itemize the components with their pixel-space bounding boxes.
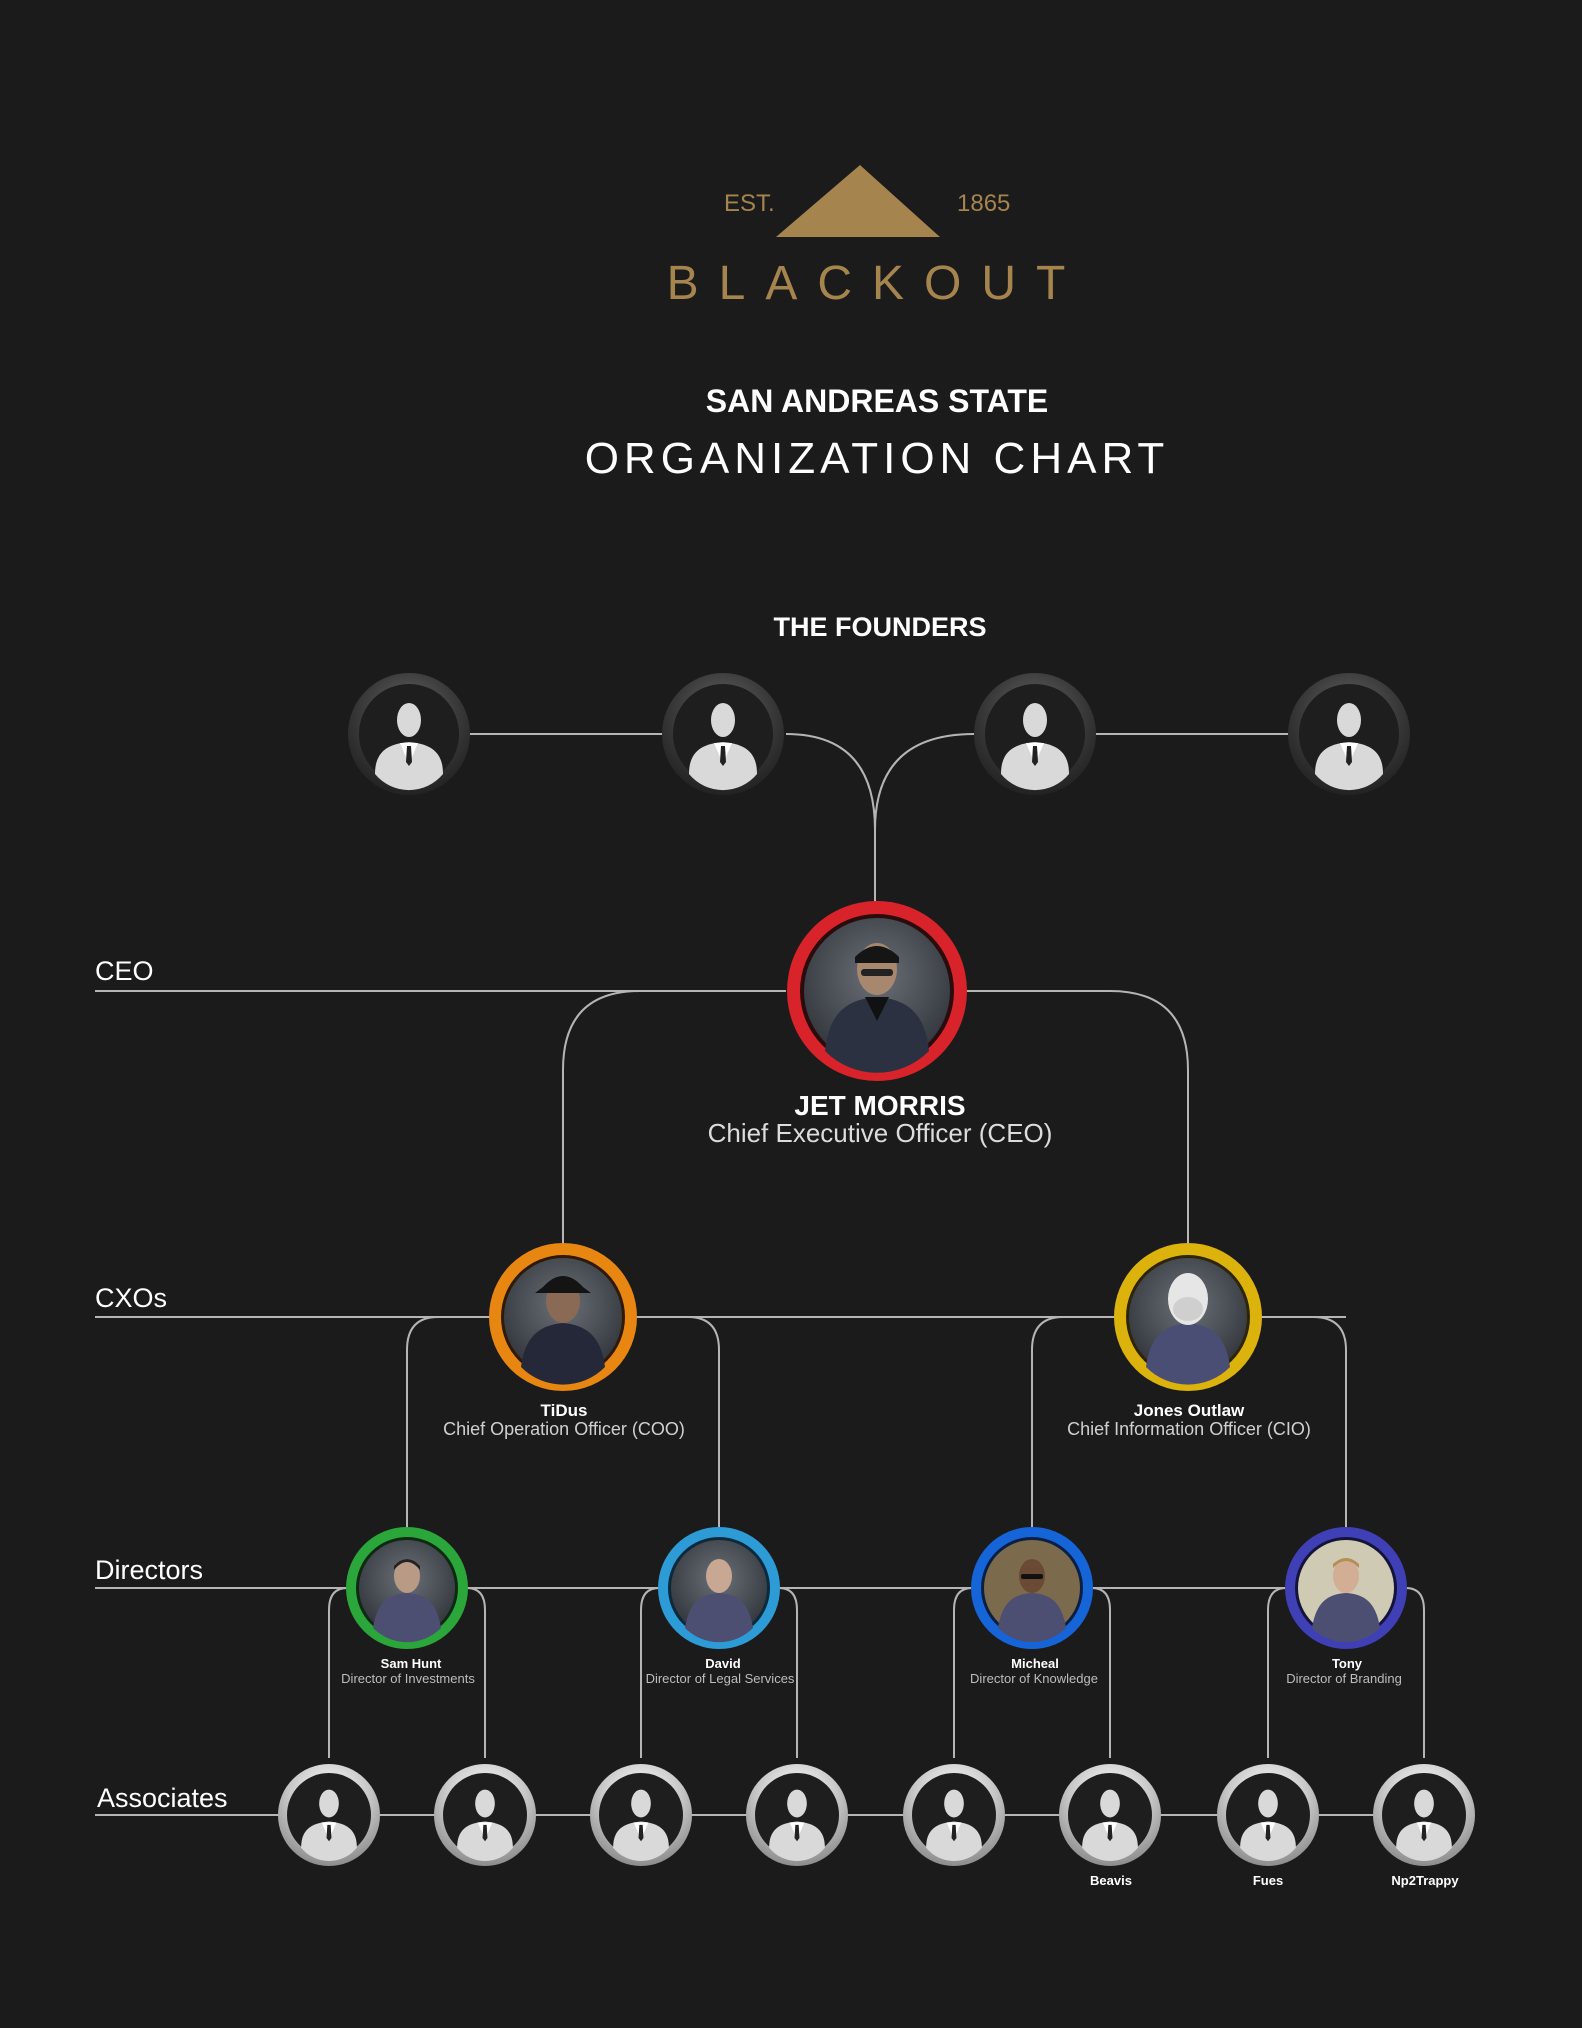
director-name: David <box>705 1656 741 1671</box>
director-name: Micheal <box>1011 1656 1059 1671</box>
director-avatar[interactable] <box>1285 1527 1407 1649</box>
associate-avatar[interactable] <box>1059 1764 1161 1866</box>
associate-avatar[interactable] <box>746 1764 848 1866</box>
director-to-associate-connector <box>1267 1587 1287 1758</box>
ceo-to-coo-connector <box>562 990 786 1245</box>
associate-avatar[interactable] <box>1373 1764 1475 1866</box>
director-to-associate-connector <box>953 1587 973 1758</box>
page-subtitle: SAN ANDREAS STATE <box>705 383 1049 419</box>
director-avatar[interactable] <box>658 1527 780 1649</box>
level-label-directors: Directors <box>95 1555 204 1585</box>
associate-name: Beavis <box>1090 1873 1132 1888</box>
coo-to-director-connector <box>636 1316 720 1528</box>
founder-to-ceo-connector <box>874 733 975 831</box>
director-to-associate-connector <box>1405 1587 1425 1758</box>
director-avatar[interactable] <box>971 1527 1093 1649</box>
director-role: Director of Knowledge <box>970 1671 1098 1686</box>
logo-est-label: EST. <box>724 190 775 217</box>
associate-name: Np2Trappy <box>1391 1873 1459 1888</box>
cxo-role: Chief Operation Officer (COO) <box>443 1419 685 1439</box>
director-role: Director of Investments <box>341 1671 475 1686</box>
director-to-associate-connector <box>328 1587 348 1758</box>
associate-avatar[interactable] <box>903 1764 1005 1866</box>
logo-year-label: 1865 <box>957 190 1011 217</box>
associate-avatar[interactable] <box>434 1764 536 1866</box>
level-label-ceo: CEO <box>95 956 154 986</box>
ceo-role: Chief Executive Officer (CEO) <box>707 1118 1053 1148</box>
coo-to-director-connector <box>406 1316 490 1528</box>
cio-to-director-connector <box>1261 1316 1347 1528</box>
director-role: Director of Branding <box>1286 1671 1402 1686</box>
director-name: Sam Hunt <box>380 1656 442 1671</box>
founder-avatar[interactable] <box>974 673 1096 795</box>
director-to-associate-connector <box>466 1587 486 1758</box>
cio-to-director-connector <box>1031 1316 1115 1528</box>
founder-avatar[interactable] <box>1288 673 1410 795</box>
director-role: Director of Legal Services <box>645 1671 795 1686</box>
founder-avatar[interactable] <box>348 673 470 795</box>
cxo-name: TiDus <box>540 1401 588 1420</box>
associate-avatar[interactable] <box>278 1764 380 1866</box>
founder-avatar[interactable] <box>662 673 784 795</box>
level-label-cxos: CXOs <box>95 1283 168 1313</box>
founders-label: THE FOUNDERS <box>773 612 987 642</box>
blackout-pyramid-logo-icon <box>776 165 940 237</box>
level-label-associates: Associates <box>97 1783 228 1813</box>
founder-to-ceo-connector <box>785 733 876 903</box>
logo-wordmark: BLACKOUT <box>666 257 1086 310</box>
associate-name: Fues <box>1252 1873 1284 1888</box>
director-avatar[interactable] <box>346 1527 468 1649</box>
associate-avatar[interactable] <box>590 1764 692 1866</box>
associate-avatar[interactable] <box>1217 1764 1319 1866</box>
ceo-to-cio-connector <box>963 990 1189 1245</box>
coo-avatar[interactable] <box>489 1243 637 1391</box>
page-title: ORGANIZATION CHART <box>584 434 1170 483</box>
director-to-associate-connector <box>778 1587 798 1758</box>
director-to-associate-connector <box>640 1587 660 1758</box>
cio-avatar[interactable] <box>1114 1243 1262 1391</box>
director-to-associate-connector <box>1091 1587 1111 1758</box>
cxo-name: Jones Outlaw <box>1133 1401 1245 1420</box>
ceo-name: JET MORRIS <box>794 1090 966 1121</box>
director-name: Tony <box>1331 1656 1363 1671</box>
cxo-role: Chief Information Officer (CIO) <box>1067 1419 1311 1439</box>
ceo-avatar[interactable] <box>787 901 967 1081</box>
